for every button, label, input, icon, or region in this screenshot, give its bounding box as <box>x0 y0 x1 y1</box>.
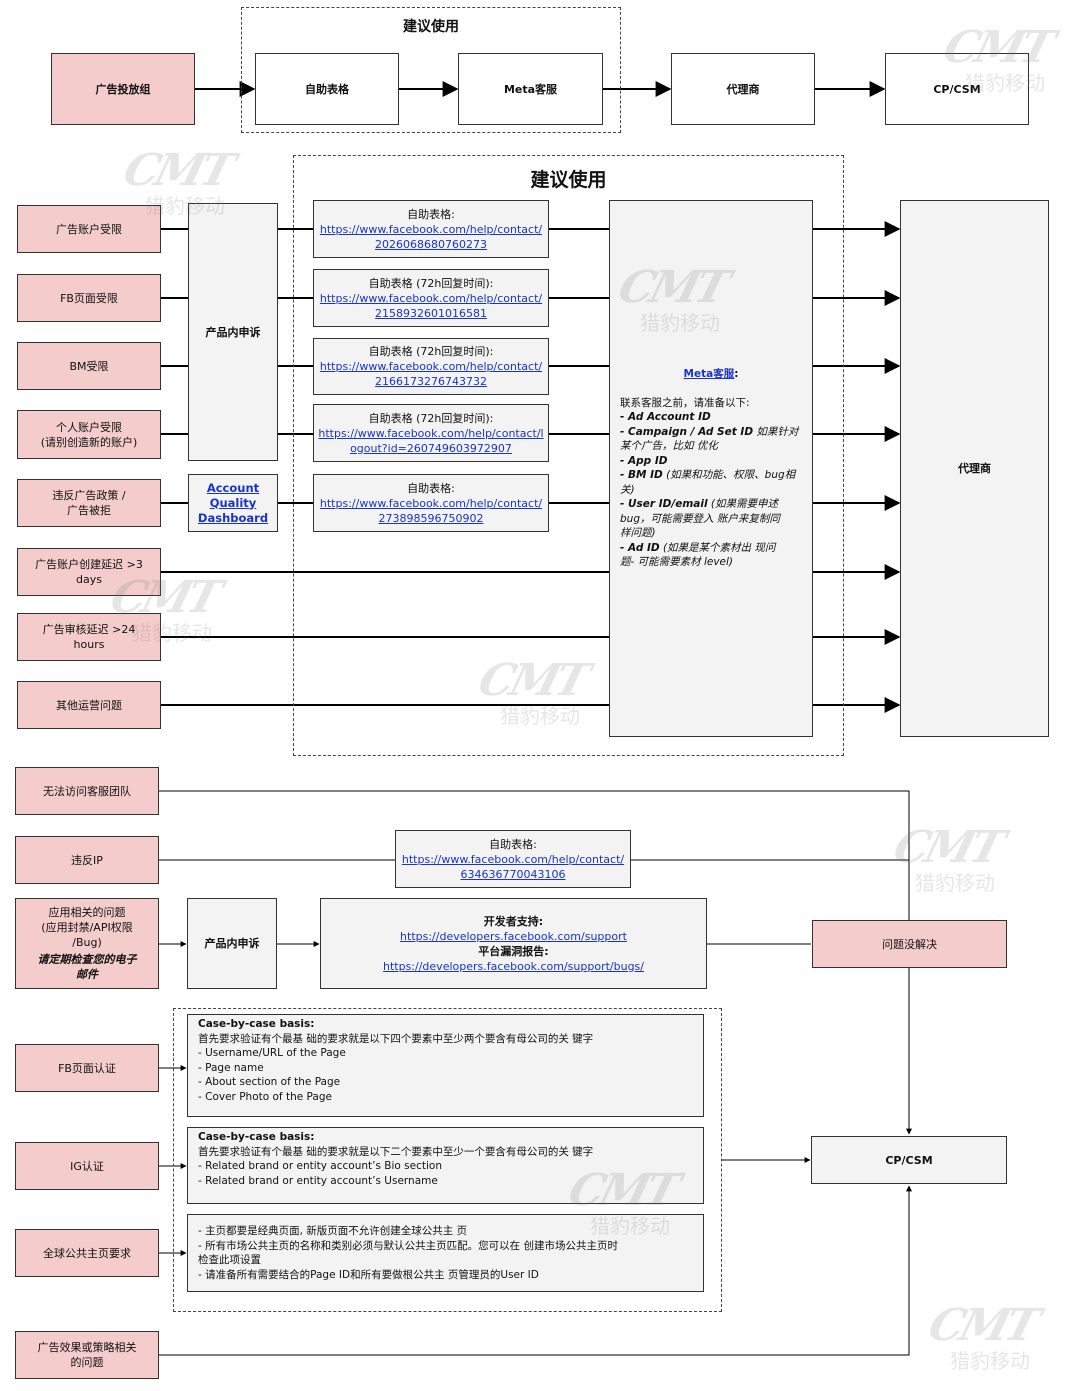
form-box-1: 自助表格: https://www.facebook.com/help/cont… <box>313 200 549 258</box>
form-url-link[interactable]: https://www.facebook.com/help/contact/ 2… <box>319 496 543 525</box>
issue-ip-violation: 违反IP <box>15 836 159 884</box>
agency-box-middle: 代理商 <box>900 200 1049 737</box>
form-label: 自助表格 (72h回复时间): <box>368 276 494 290</box>
self-form-box: 自助表格 <box>255 53 399 125</box>
form-url-link[interactable]: https://www.facebook.com/help/contact/l … <box>318 426 544 455</box>
form-box-2: 自助表格 (72h回复时间): https://www.facebook.com… <box>313 269 549 327</box>
form-label: 自助表格: <box>489 837 537 851</box>
form-url-link[interactable]: https://www.facebook.com/help/contact/ 2… <box>319 222 543 251</box>
case-line: - Username/URL of the Page <box>198 1047 346 1059</box>
issue-ad-policy-violation: 违反广告政策 / 广告被拒 <box>17 479 161 527</box>
meta-support-detail-box: Meta客服: 联系客服之前，请准备以下: - Ad Account ID - … <box>609 200 813 737</box>
meta-support-link[interactable]: Meta客服 <box>683 368 735 381</box>
developer-support-box: 开发者支持: https://developers.facebook.com/s… <box>320 898 707 989</box>
meta-support-heading: Meta客服: <box>620 367 802 382</box>
meta-item-ad-account-id: - Ad Account ID <box>620 411 711 424</box>
case-line: - Related brand or entity account’s Bio … <box>198 1160 442 1172</box>
issue-cannot-access-support: 无法访问客服团队 <box>15 767 159 815</box>
app-issue-label: 应用相关的问题 (应用封禁/API权限 /Bug) <box>41 906 133 949</box>
issue-ad-account-restricted: 广告账户受限 <box>17 205 161 253</box>
issue-fb-page-restricted: FB页面受限 <box>17 274 161 322</box>
agency-box-top: 代理商 <box>671 53 815 125</box>
dev-support-title: 开发者支持: <box>483 914 544 928</box>
issue-personal-account-restricted: 个人账户受限 (请别创造新的账户) <box>17 410 161 459</box>
form-url-link[interactable]: https://www.facebook.com/help/contact/ 2… <box>319 360 543 388</box>
meta-item-app-id: - App ID <box>620 454 668 467</box>
case-line: - About section of the Page <box>198 1076 341 1088</box>
in-product-appeal-box-lower: 产品内申诉 <box>187 898 277 989</box>
recommended-title-middle: 建议使用 <box>530 169 607 191</box>
bug-report-link[interactable]: https://developers.facebook.com/support/… <box>383 959 644 973</box>
case-line: 首先要求验证有个最基 础的要求就是以下二个要素中至少一个要含有母公司的关 键字 <box>198 1145 594 1158</box>
meta-support-intro: 联系客服之前，请准备以下: <box>620 396 750 409</box>
recommended-title-top: 建议使用 <box>403 19 459 35</box>
meta-support-items: - Ad Account ID - Campaign / Ad Set ID 如… <box>620 410 798 570</box>
case-line: 检查此项设置 <box>198 1254 261 1266</box>
in-product-appeal-box: 产品内申诉 <box>188 203 278 461</box>
case-line: - Cover Photo of the Page <box>198 1090 332 1103</box>
fb-page-verify-criteria: Case-by-case basis: 首先要求验证有个最基 础的要求就是以下四… <box>187 1014 704 1117</box>
case-line: 首先要求验证有个最基 础的要求就是以下四个要素中至少两个要含有母公司的关 键字 <box>198 1032 594 1045</box>
ad-team-box: 广告投放组 <box>51 53 195 125</box>
form-label: 自助表格 (72h回复时间): <box>368 345 494 358</box>
recommended-group-middle <box>293 155 844 756</box>
issue-fb-page-verify: FB页面认证 <box>15 1044 159 1092</box>
issue-other-operations: 其他运营问题 <box>17 681 161 729</box>
issue-ads-strategy: 广告效果或策略相关 的问题 <box>15 1331 159 1379</box>
meta-item-ad-id: - Ad ID (如果是某个素材出 现问 题- 可能需要素材 level) <box>620 541 776 569</box>
meta-item-user-id: - User ID/email (如果需要申述 bug，可能需要登入 账户来复制… <box>620 498 780 540</box>
account-quality-dashboard-link[interactable]: Account Quality Dashboard <box>188 474 278 532</box>
form-label: 自助表格: <box>407 481 455 495</box>
case-line: - 主页都要是经典页面, 新版页面不允许创建全球公共主 页 <box>198 1225 468 1237</box>
form-label: 自助表格 (72h回复时间): <box>368 411 494 425</box>
issue-ig-verify: IG认证 <box>15 1142 159 1190</box>
case-title: Case-by-case basis: <box>198 1131 315 1143</box>
cp-csm-box-top: CP/CSM <box>885 53 1029 125</box>
form-box-3: 自助表格 (72h回复时间): https://www.facebook.com… <box>313 338 549 395</box>
ig-verify-criteria: Case-by-case basis: 首先要求验证有个最基 础的要求就是以下二… <box>187 1127 704 1204</box>
form-label: 自助表格: <box>407 207 455 221</box>
case-line: - 请准备所有需要结合的Page ID和所有要做根公共主 页管理员的User I… <box>198 1268 539 1281</box>
case-line: - 所有市场公共主页的名称和类别必须与默认公共主页匹配。您可以在 创建市场公共主… <box>198 1239 618 1252</box>
recommended-group-top <box>241 7 621 133</box>
verification-group <box>173 1008 722 1312</box>
global-page-criteria: - 主页都要是经典页面, 新版页面不允许创建全球公共主 页 - 所有市场公共主页… <box>187 1214 704 1292</box>
cp-csm-box-lower: CP/CSM <box>811 1136 1007 1184</box>
form-url-link[interactable]: https://www.facebook.com/help/contact/ 2… <box>319 291 543 320</box>
form-box-4: 自助表格 (72h回复时间): https://www.facebook.com… <box>313 404 549 462</box>
meta-support-box: Meta客服 <box>458 53 603 125</box>
meta-item-campaign-id: - Campaign / Ad Set ID 如果针对 某个广告，比如 优化 <box>620 425 799 453</box>
ip-form-box: 自助表格: https://www.facebook.com/help/cont… <box>395 830 631 888</box>
bug-report-title: 平台漏洞报告: <box>478 944 549 958</box>
unresolved-box: 问题没解决 <box>812 920 1007 968</box>
case-title: Case-by-case basis: <box>198 1018 315 1030</box>
app-issue-note: 请定期检查您的电子 邮件 <box>37 953 137 981</box>
case-line: - Page name <box>198 1061 264 1074</box>
issue-app-related: 应用相关的问题 (应用封禁/API权限 /Bug) 请定期检查您的电子 邮件 <box>15 898 159 989</box>
meta-support-colon: : <box>734 368 739 381</box>
issue-bm-restricted: BM受限 <box>17 342 161 390</box>
meta-item-bm-id: - BM ID (如果和功能、权限、bug相 关) <box>620 469 796 496</box>
issue-global-page: 全球公共主页要求 <box>15 1229 159 1277</box>
ip-form-url-link[interactable]: https://www.facebook.com/help/contact/ 6… <box>401 852 625 881</box>
issue-account-creation-delay: 广告账户创建延迟 >3 days <box>17 548 161 596</box>
issue-ad-review-delay: 广告审核延迟 >24 hours <box>17 613 161 661</box>
form-box-5: 自助表格: https://www.facebook.com/help/cont… <box>313 474 549 532</box>
case-line: - Related brand or entity account’s User… <box>198 1174 438 1187</box>
dev-support-link[interactable]: https://developers.facebook.com/support <box>400 929 627 943</box>
